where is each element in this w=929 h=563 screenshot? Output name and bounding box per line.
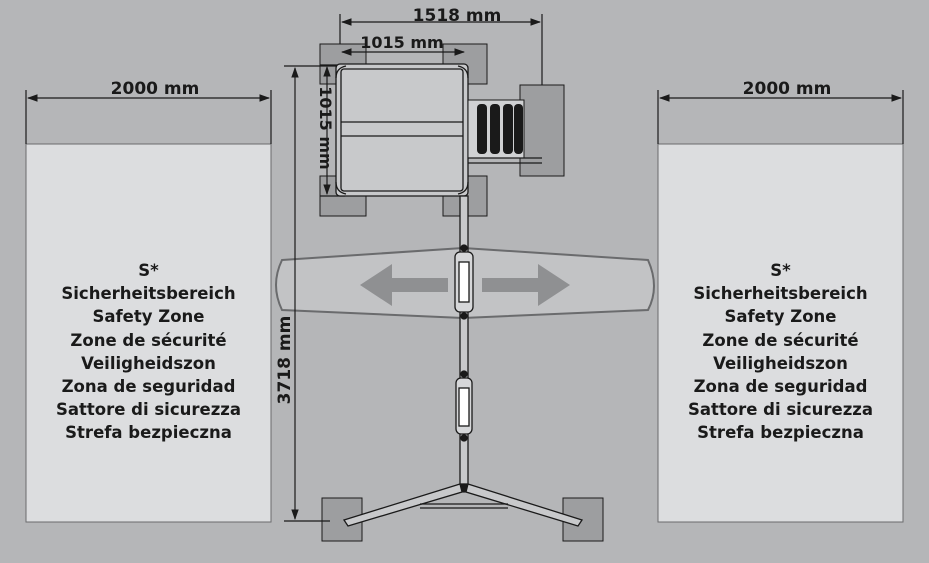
lift-frame bbox=[335, 63, 469, 197]
right-zone-line: Safety Zone bbox=[724, 307, 837, 327]
right-zone-line: S* bbox=[770, 261, 791, 280]
top-width-label: 1518 mm bbox=[413, 6, 502, 26]
tripod-base bbox=[342, 483, 584, 527]
left-zone-text: S* Sicherheitsbereich Safety Zone Zone d… bbox=[26, 259, 271, 445]
left-zone-line: Zona de seguridad bbox=[61, 377, 236, 397]
inner-height-label: 1015 mm bbox=[316, 86, 335, 169]
left-width-label: 2000 mm bbox=[111, 79, 200, 99]
total-length-label: 3718 mm bbox=[275, 316, 295, 405]
pad-side-right bbox=[519, 84, 565, 177]
inner-width-label: 1015 mm bbox=[360, 33, 443, 52]
left-zone-line: Sattore di sicurezza bbox=[55, 400, 242, 420]
right-safety-zone bbox=[657, 143, 904, 523]
right-zone-line: Strefa bezpieczna bbox=[697, 423, 864, 443]
right-zone-text: S* Sicherheitsbereich Safety Zone Zone d… bbox=[658, 259, 903, 445]
right-zone-line: Veiligheidszon bbox=[713, 353, 848, 373]
right-zone-line: Zona de seguridad bbox=[693, 377, 868, 397]
left-width-dimension bbox=[25, 90, 272, 144]
total-length-dimension bbox=[284, 65, 340, 522]
left-zone-line: S* bbox=[138, 261, 159, 280]
left-zone-line: Safety Zone bbox=[92, 307, 205, 327]
right-zone-line: Sicherheitsbereich bbox=[693, 284, 868, 304]
move-left-arrow bbox=[360, 264, 448, 306]
right-zone-line: Zone de sécurité bbox=[702, 330, 859, 350]
move-right-arrow bbox=[482, 264, 570, 306]
left-zone-line: Strefa bezpieczna bbox=[65, 423, 232, 443]
left-safety-zone bbox=[25, 143, 272, 523]
right-width-label: 2000 mm bbox=[743, 79, 832, 99]
roller-assembly bbox=[467, 99, 542, 164]
central-column bbox=[454, 195, 474, 493]
right-zone-line: Sattore di sicurezza bbox=[687, 400, 874, 420]
left-zone-line: Veiligheidszon bbox=[81, 353, 216, 373]
left-zone-line: Zone de sécurité bbox=[70, 330, 227, 350]
right-width-dimension bbox=[657, 90, 904, 144]
left-zone-line: Sicherheitsbereich bbox=[61, 284, 236, 304]
